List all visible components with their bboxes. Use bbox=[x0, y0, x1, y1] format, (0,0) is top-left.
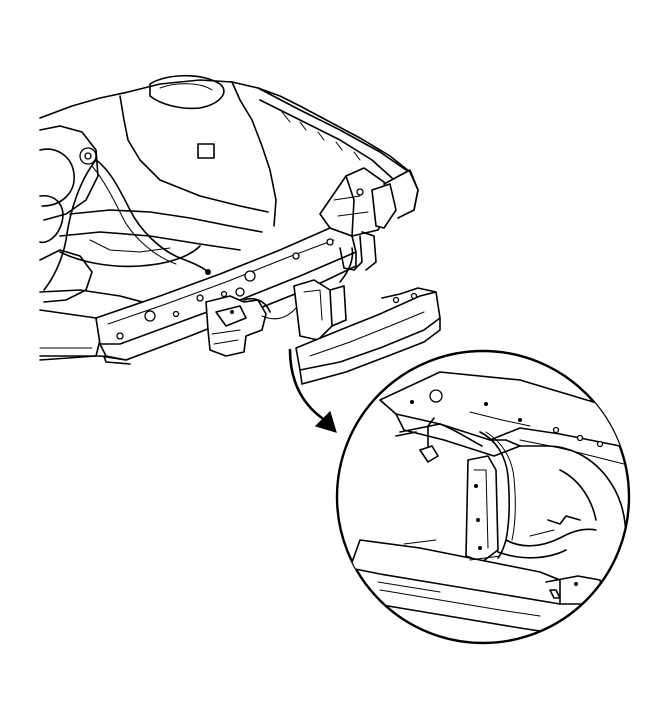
detail-magnifier-circle bbox=[335, 349, 631, 645]
center-support bbox=[293, 247, 354, 341]
hood-latch-assembly bbox=[205, 287, 331, 357]
detail-view bbox=[349, 371, 629, 635]
wiring-harness-left bbox=[43, 159, 211, 291]
right-headlamp-support bbox=[319, 167, 419, 271]
dash-panel-outline bbox=[39, 74, 419, 227]
inner-fender-pan bbox=[39, 209, 263, 305]
front-bumper-beam bbox=[295, 287, 441, 385]
main-view bbox=[39, 74, 441, 385]
lower-frame-rail bbox=[39, 347, 131, 365]
left-wheelhouse bbox=[39, 125, 101, 361]
callout-arrow-icon bbox=[288, 348, 337, 433]
